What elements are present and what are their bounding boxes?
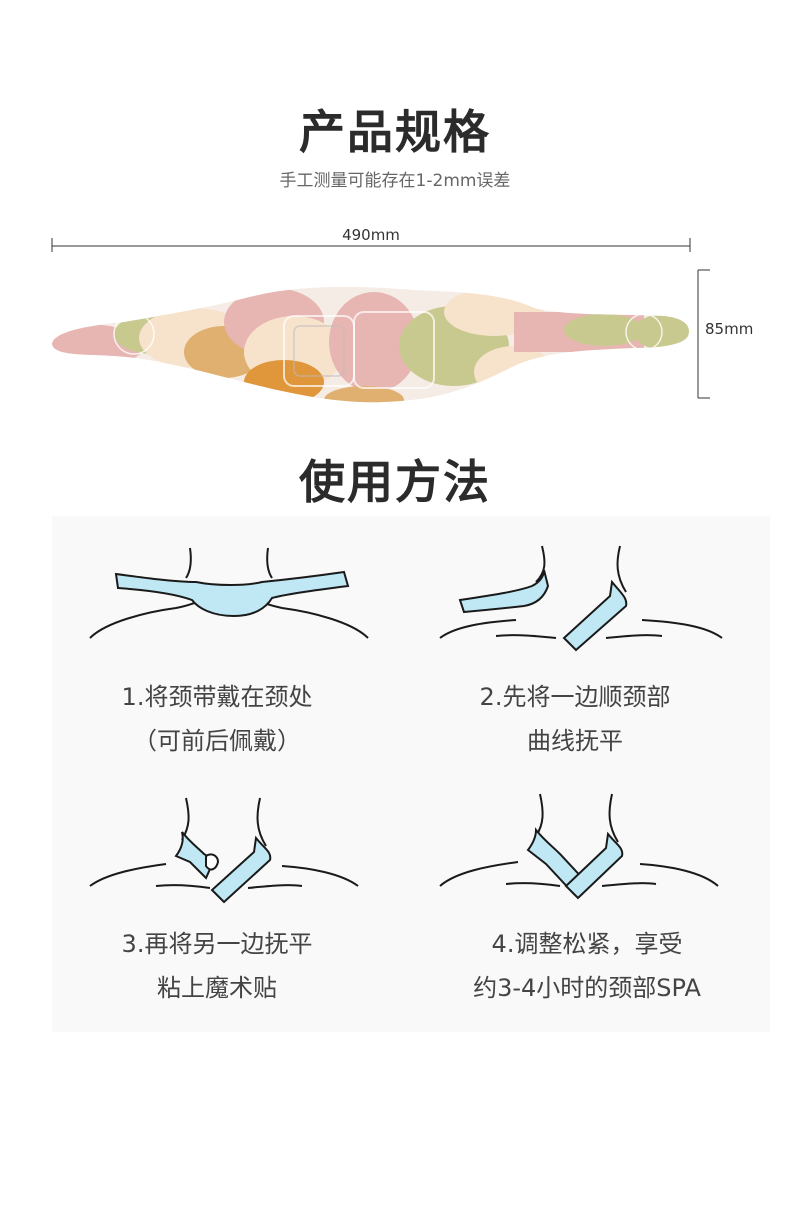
step3-line2: 粘上魔术贴	[157, 974, 277, 1002]
step4-line1: 4.调整松紧，享受	[491, 930, 683, 958]
step2-caption: 2.先将一边顺颈部 曲线抚平	[410, 675, 740, 763]
height-dimension-line	[697, 269, 710, 399]
step4-caption: 4.调整松紧，享受 约3-4小时的颈部SPA	[422, 922, 752, 1010]
spec-title: 产品规格	[299, 105, 491, 159]
usage-title: 使用方法	[299, 455, 491, 509]
step3-caption: 3.再将另一边抚平 粘上魔术贴	[52, 922, 382, 1010]
width-dimension-line	[51, 238, 691, 252]
step2-illustration	[439, 545, 723, 652]
step3-line1: 3.再将另一边抚平	[121, 930, 313, 958]
step1-line1: 1.将颈带戴在颈处	[121, 683, 313, 711]
step2-line1: 2.先将一边顺颈部	[479, 683, 671, 711]
spec-subtitle: 手工测量可能存在1-2mm误差	[279, 171, 511, 191]
step3-illustration	[89, 797, 359, 904]
step1-illustration	[89, 547, 369, 639]
step4-illustration	[439, 793, 719, 900]
product-neckband-image	[52, 286, 689, 403]
step1-line2: （可前后佩戴）	[133, 727, 301, 755]
height-label: 85mm	[705, 320, 754, 338]
width-label: 490mm	[342, 226, 400, 244]
step1-caption: 1.将颈带戴在颈处 （可前后佩戴）	[52, 675, 382, 763]
step2-line2: 曲线抚平	[527, 727, 623, 755]
usage-panel	[52, 516, 770, 1032]
step4-line2: 约3-4小时的颈部SPA	[473, 974, 701, 1002]
